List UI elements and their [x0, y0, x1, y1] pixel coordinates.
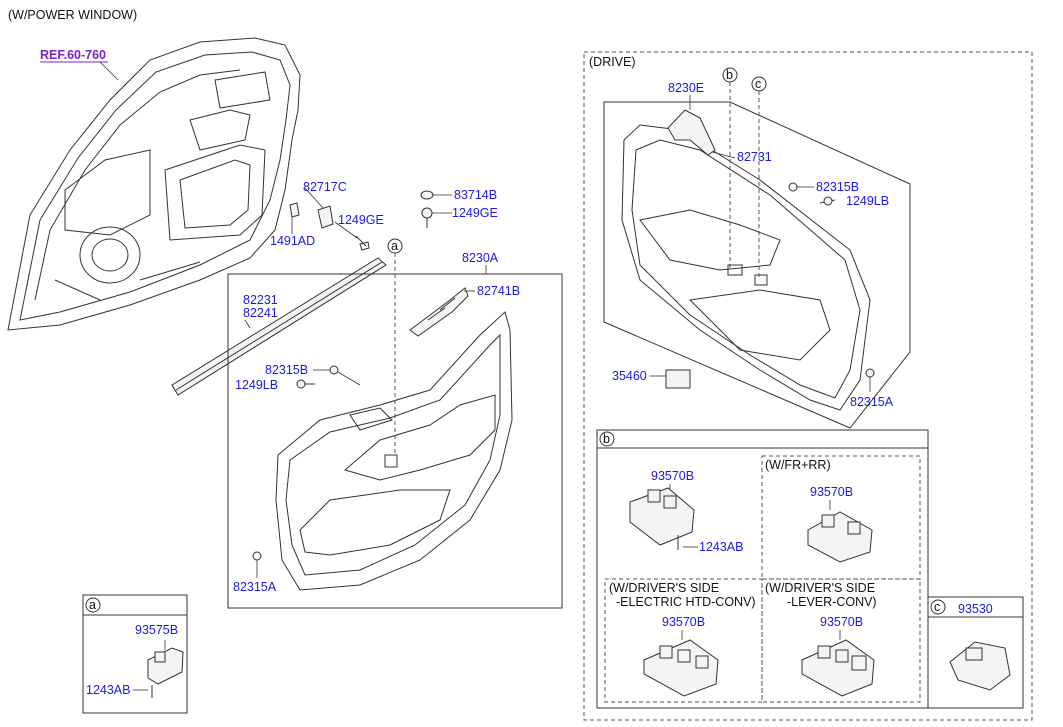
inset-c-tag: c [934, 600, 940, 614]
weatherstrip-82231 [171, 257, 387, 396]
clip-83714B [420, 190, 434, 228]
door-trim-panel-drive [621, 124, 871, 411]
door-trim-panel-front [275, 311, 513, 591]
label-93570B-main[interactable]: 93570B [651, 469, 694, 483]
label-83714B[interactable]: 83714B [454, 188, 497, 202]
label-82731[interactable]: 82731 [737, 150, 772, 164]
label-1243AB-a[interactable]: 1243AB [86, 683, 130, 697]
label-1243AB-b[interactable]: 1243AB [699, 540, 743, 554]
label-82315A-drive[interactable]: 82315A [850, 395, 894, 409]
ref-leader [99, 61, 119, 81]
diagram-title: (W/POWER WINDOW) [8, 8, 137, 22]
lever-title-2: -LEVER-CONV) [787, 595, 877, 609]
drive-title: (DRIVE) [589, 55, 636, 69]
clip-82315B-drive [788, 182, 798, 192]
drive-section-box [583, 51, 1033, 721]
label-8230A[interactable]: 8230A [462, 251, 499, 265]
trim-panel-box-8230A [227, 273, 563, 609]
bracket-82717C [289, 202, 370, 251]
label-1491AD[interactable]: 1491AD [270, 234, 315, 248]
label-1249GE-b[interactable]: 1249GE [452, 206, 498, 220]
leader-1249GE-a [334, 221, 358, 239]
label-82717C[interactable]: 82717C [303, 180, 347, 194]
bracket-8230E [667, 109, 716, 156]
label-plate-35460 [665, 369, 691, 389]
label-93570B-lever[interactable]: 93570B [820, 615, 863, 629]
label-93570B-htd[interactable]: 93570B [662, 615, 705, 629]
leader-82231 [244, 319, 251, 329]
label-82315B-drive[interactable]: 82315B [816, 180, 859, 194]
label-1249LB[interactable]: 1249LB [235, 378, 278, 392]
label-82315B[interactable]: 82315B [265, 363, 308, 377]
switch-bracket-82741B [409, 287, 469, 337]
label-82241[interactable]: 82241 [243, 306, 278, 320]
lever-title-1: (W/DRIVER'S SIDE [765, 581, 875, 595]
label-35460[interactable]: 35460 [612, 369, 647, 383]
drive-panel-box [603, 101, 911, 429]
switch-93570B-frrr [807, 511, 873, 563]
clip-82315A-drive [865, 368, 875, 378]
inset-a-tag: a [89, 598, 96, 612]
label-82315A[interactable]: 82315A [233, 580, 277, 594]
label-1249LB-drive[interactable]: 1249LB [846, 194, 889, 208]
switch-93530 [949, 641, 1011, 691]
label-93570B-frrr[interactable]: 93570B [810, 485, 853, 499]
label-82741B[interactable]: 82741B [477, 284, 520, 298]
callout-a-label: a [391, 239, 398, 253]
label-8230E[interactable]: 8230E [668, 81, 704, 95]
switch-93570B-main [629, 487, 695, 546]
door-inner-frame [7, 37, 301, 331]
callout-b-label: b [726, 68, 733, 82]
leader-82315B-b [337, 371, 361, 386]
inset-b-tag: b [603, 432, 610, 446]
leader-82717C [304, 187, 324, 209]
inset-a: a 93575B 1243AB [82, 594, 188, 714]
htd-title-1: (W/DRIVER'S SIDE [609, 581, 719, 595]
label-82231[interactable]: 82231 [243, 293, 278, 307]
frrr-title: (W/FR+RR) [765, 458, 831, 472]
ref-link-label[interactable]: REF.60-760 [40, 48, 106, 62]
label-93575B[interactable]: 93575B [135, 623, 178, 637]
clips-82315B-1249LB [296, 365, 339, 389]
clip-82315A [252, 551, 262, 561]
inset-b: b 93570B 1243AB (W/FR+RR) 93570B (W/DRIV… [596, 429, 929, 709]
leader-82731 [711, 151, 736, 159]
callout-c-label: c [755, 77, 761, 91]
htd-title-2: -ELECTRIC HTD-CONV) [616, 595, 756, 609]
inset-c: c 93530 [927, 596, 1024, 709]
label-93530[interactable]: 93530 [958, 602, 993, 616]
label-1249GE-a[interactable]: 1249GE [338, 213, 384, 227]
